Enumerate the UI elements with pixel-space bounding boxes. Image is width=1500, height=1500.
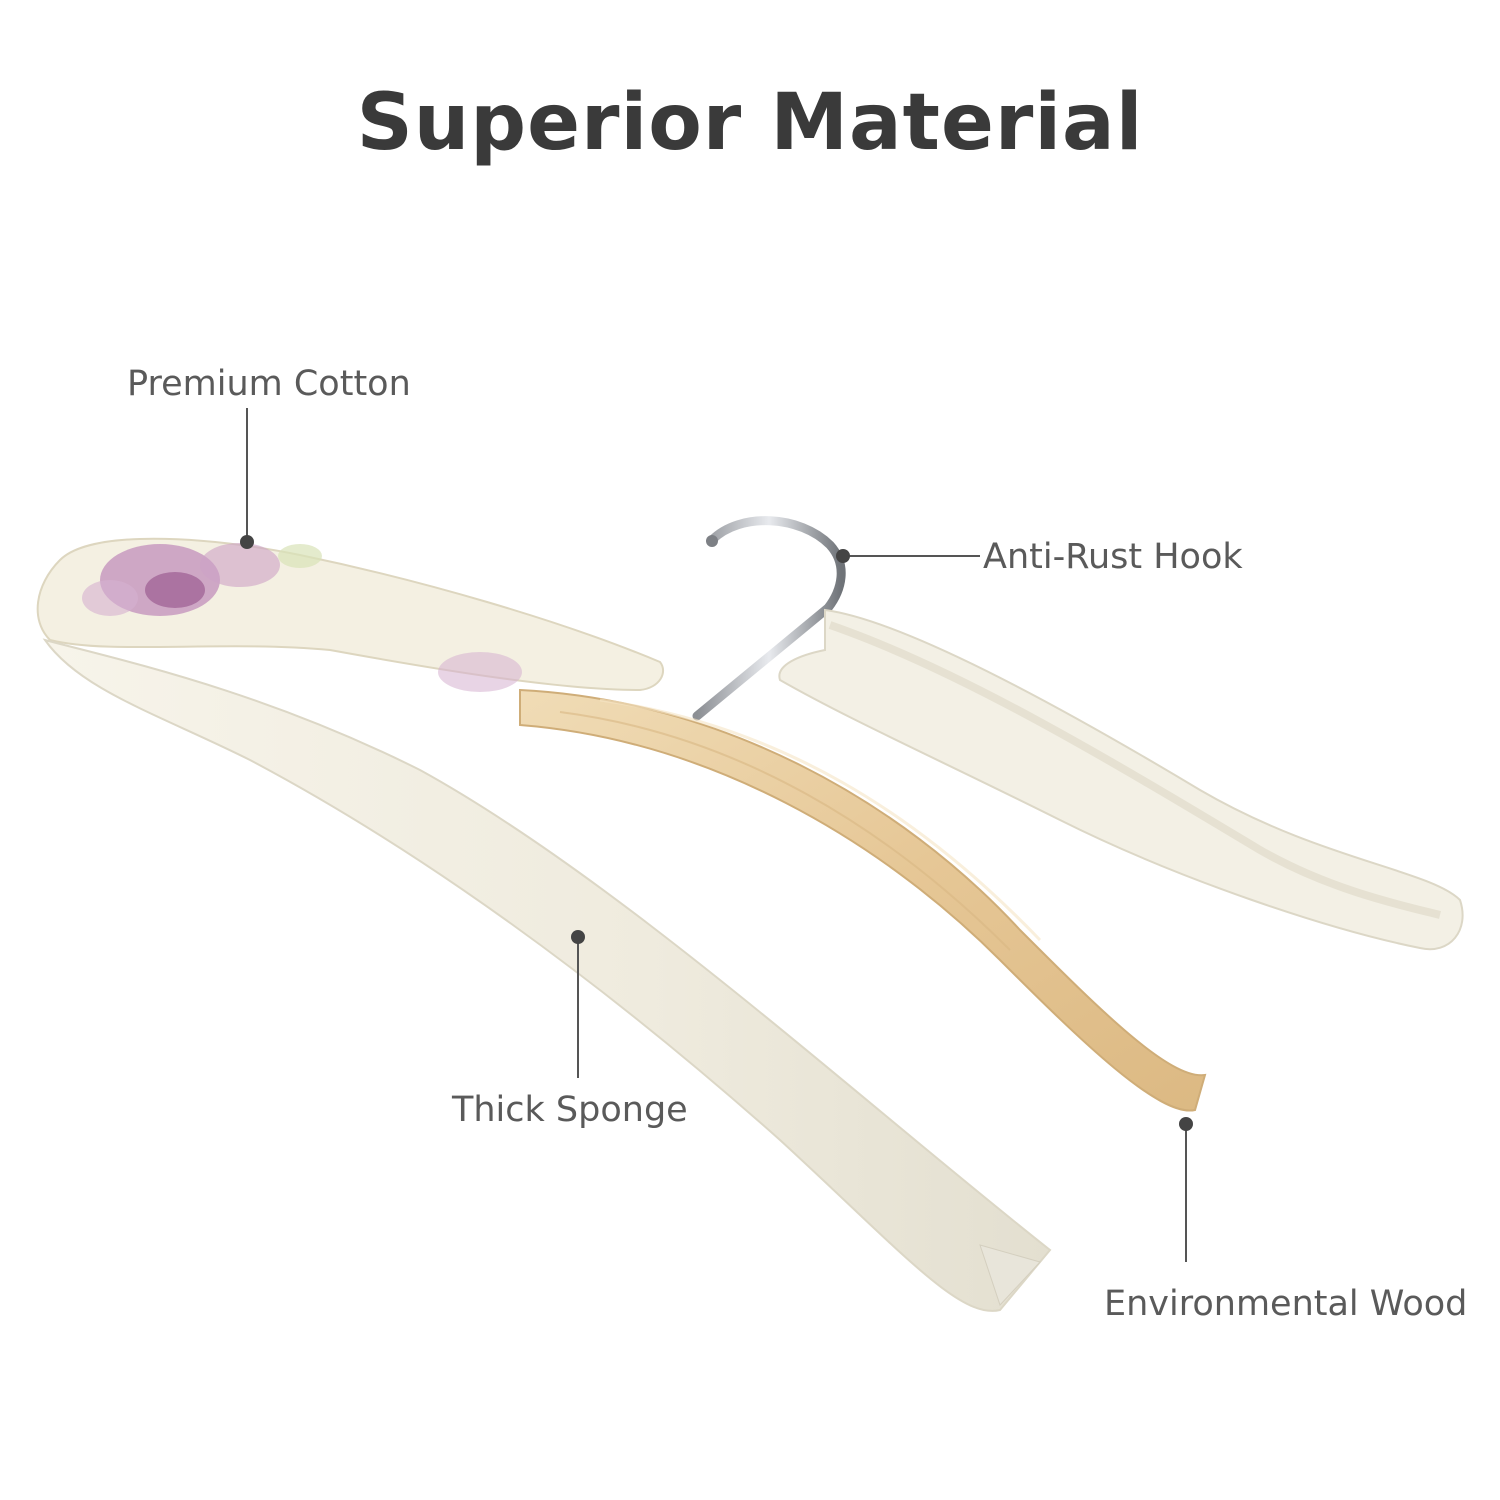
sponge-arm-shape	[42, 638, 1052, 1312]
callout-premium-cotton: Premium Cotton	[127, 364, 411, 404]
callout-anti-rust-hook: Anti-Rust Hook	[983, 537, 1243, 577]
hook-leader-dot	[836, 549, 850, 563]
cotton-leader-dot	[240, 535, 254, 549]
callout-environmental-wood: Environmental Wood	[1104, 1284, 1468, 1324]
cotton-cover-shape	[36, 537, 665, 692]
right-sponge-shape	[778, 608, 1464, 951]
callout-thick-sponge: Thick Sponge	[452, 1090, 688, 1130]
wood-bar-shape	[519, 688, 1207, 1112]
hook-shape	[692, 516, 846, 721]
wood-leader-dot	[1179, 1117, 1193, 1131]
callout-leaders	[240, 408, 1193, 1262]
sponge-leader-dot	[571, 930, 585, 944]
page-title: Superior Material	[356, 78, 1144, 168]
